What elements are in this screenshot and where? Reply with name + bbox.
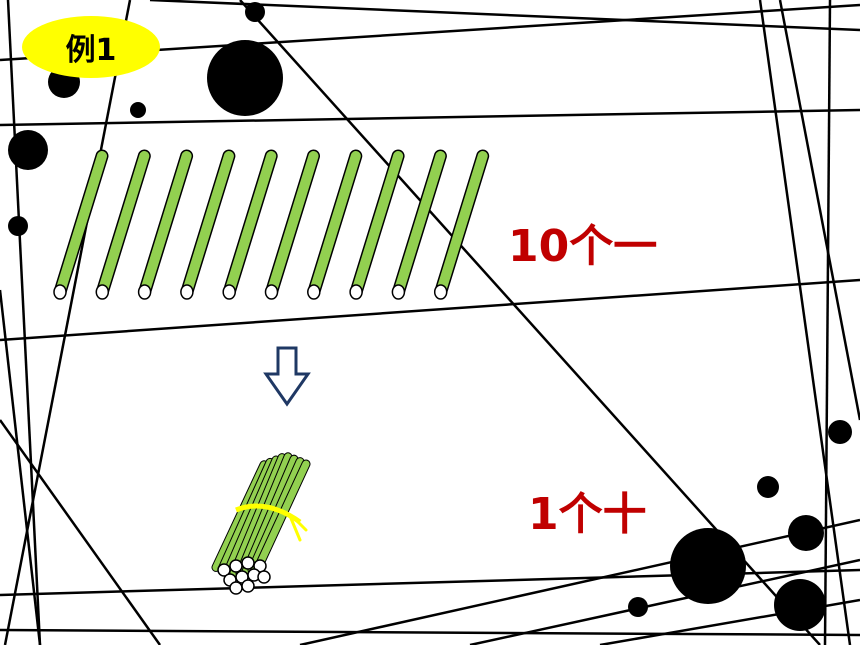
bundle-ends-group — [217, 556, 271, 595]
stick — [55, 151, 107, 297]
frame-dots — [8, 2, 852, 631]
stick-bundle-icon — [211, 452, 311, 595]
stick-end — [433, 284, 448, 300]
bundle-stick — [224, 456, 280, 575]
stick — [393, 151, 446, 297]
stick-end — [264, 284, 279, 300]
bundle-stick — [242, 455, 298, 576]
bundle-stick-end — [229, 581, 243, 595]
stick-end — [222, 284, 236, 300]
tens-caption: 1个十 — [528, 489, 647, 540]
stick — [139, 151, 192, 297]
loose-sticks-group — [53, 149, 490, 300]
stick-end — [95, 284, 110, 300]
bundle-stick — [218, 458, 274, 573]
stick-end — [307, 284, 321, 300]
stick-end — [391, 284, 406, 300]
bundle-stick-end — [257, 570, 271, 584]
bundle-stick-end — [217, 563, 231, 577]
bundle-stick-end — [229, 559, 243, 573]
bundle-stick-end — [241, 579, 255, 593]
stick — [308, 151, 361, 297]
bundle-stick — [248, 458, 304, 574]
stick — [181, 151, 234, 297]
bundle-sticks-group — [211, 452, 311, 578]
down-arrow-icon — [263, 346, 311, 407]
stick-end — [349, 284, 363, 300]
stick — [97, 151, 150, 297]
example-badge-label: 例1 — [65, 33, 117, 68]
ones-caption: 10个一 — [508, 221, 658, 272]
bundle-stick-end — [241, 556, 255, 570]
bundle-stick — [254, 460, 310, 572]
stick-end — [53, 284, 67, 300]
example-badge: 例1 — [22, 16, 160, 78]
stick — [266, 151, 319, 297]
stick-end — [180, 284, 194, 300]
stick — [435, 151, 488, 297]
bundle-stick — [230, 454, 286, 577]
bundle-stick — [236, 453, 292, 577]
bundle-tie-knot — [288, 514, 308, 542]
stick — [351, 151, 404, 297]
stick — [224, 151, 277, 297]
stick-end — [137, 284, 152, 300]
bundle-stick — [212, 461, 268, 571]
